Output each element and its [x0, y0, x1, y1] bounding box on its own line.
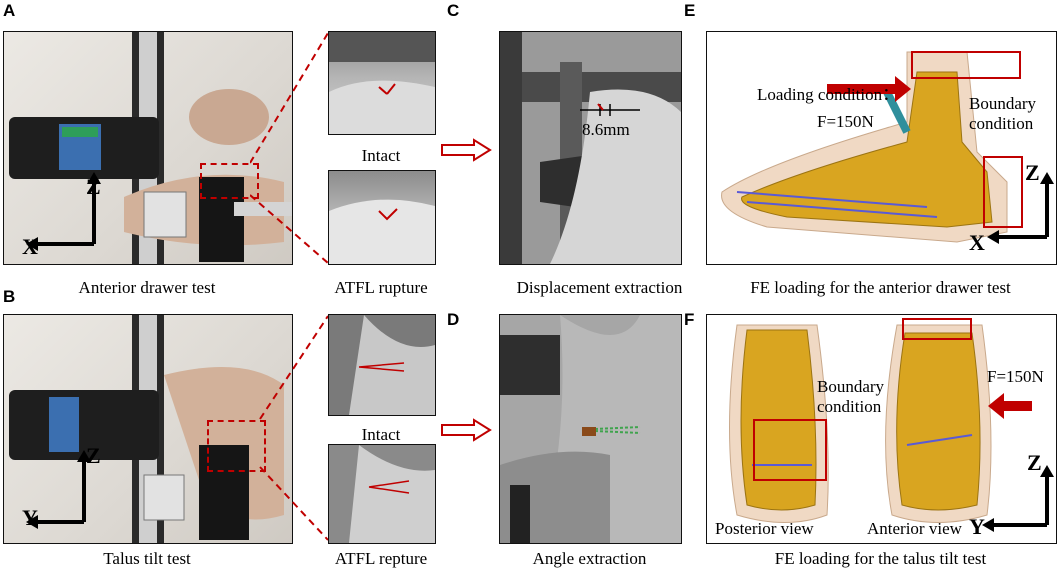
- axis-arrows-b: [26, 450, 91, 529]
- panel-b-illustration: [9, 315, 284, 543]
- label-intact-bottom: Intact: [361, 425, 401, 444]
- axis-label-x-e: X: [969, 230, 985, 255]
- panel-letter-c: C: [447, 1, 460, 20]
- force-label-f: F=150N: [987, 367, 1044, 386]
- posterior-view-label: Posterior view: [715, 519, 814, 538]
- caption-b: Talus tilt test: [103, 549, 191, 568]
- panel-letter-f: F: [684, 310, 695, 329]
- axis-label-y-b: Y: [22, 505, 38, 530]
- axis-label-z-f: Z: [1027, 450, 1042, 475]
- panel-d-xray: [499, 314, 682, 544]
- arrow-right-bottom: [441, 418, 492, 442]
- panel-f-fe: F=150N Boundary condition Posterior view…: [706, 314, 1057, 544]
- axis-label-x-a: X: [22, 234, 38, 259]
- caption-d: Angle extraction: [532, 549, 647, 568]
- label-rupture-top: ATFL rupture: [334, 278, 428, 297]
- panel-f-model: [729, 318, 1054, 532]
- label-rupture-bottom: ATFL repture: [334, 549, 428, 568]
- anterior-view-label: Anterior view: [867, 519, 962, 538]
- panel-letter-b: B: [3, 287, 16, 306]
- boundary-label-e-line2: condition: [969, 114, 1034, 133]
- panel-e-model: [721, 51, 1054, 244]
- xray-rupture-top: [328, 170, 436, 265]
- panel-e-fe: Loading condition： F=150N Boundary condi…: [706, 31, 1057, 265]
- axis-label-z-e: Z: [1025, 160, 1040, 185]
- connector-lines-a: [250, 32, 329, 264]
- caption-c: Displacement extraction: [516, 278, 683, 297]
- axis-arrows-a: [26, 172, 101, 251]
- xray-intact-bottom: [328, 314, 436, 416]
- force-label-e: F=150N: [817, 112, 874, 131]
- xray-intact-bottom-graphic: [329, 315, 435, 415]
- focus-box-a: [200, 163, 259, 199]
- axis-label-y-f: Y: [969, 514, 985, 539]
- boundary-label-f-line1: Boundary: [817, 377, 885, 396]
- panel-b-photo: Z Y: [3, 314, 293, 544]
- axis-label-z-a: Z: [86, 174, 101, 199]
- measure-label: 8.6mm: [582, 120, 630, 139]
- panel-letter-d: D: [447, 310, 460, 329]
- xray-rupture-bottom: [328, 444, 436, 544]
- caption-f: FE loading for the talus tilt test: [774, 549, 987, 568]
- caption-e: FE loading for the anterior drawer test: [750, 278, 1011, 297]
- panel-c-xray: 8.6mm: [499, 31, 682, 265]
- focus-box-b: [207, 420, 266, 472]
- connector-lines-b: [259, 315, 329, 541]
- boundary-label-f-line2: condition: [817, 397, 882, 416]
- xray-intact-top-graphic: [329, 32, 435, 134]
- label-intact-top: Intact: [361, 146, 401, 165]
- xray-rupture-top-graphic: [329, 199, 435, 264]
- loading-label: Loading condition：: [757, 85, 900, 104]
- arrow-right-top: [441, 138, 492, 162]
- panel-a-photo: Z X: [3, 31, 293, 265]
- panel-letter-a: A: [3, 1, 16, 20]
- xray-intact-top: [328, 31, 436, 135]
- xray-rupture-bottom-graphic: [329, 445, 435, 543]
- axis-label-z-b: Z: [86, 443, 101, 468]
- panel-a-illustration: [9, 32, 292, 264]
- caption-a: Anterior drawer test: [78, 278, 216, 297]
- panel-c-graphic: [500, 32, 681, 264]
- panel-d-graphic: [500, 315, 681, 543]
- panel-letter-e: E: [684, 1, 696, 20]
- boundary-label-e-line1: Boundary: [969, 94, 1037, 113]
